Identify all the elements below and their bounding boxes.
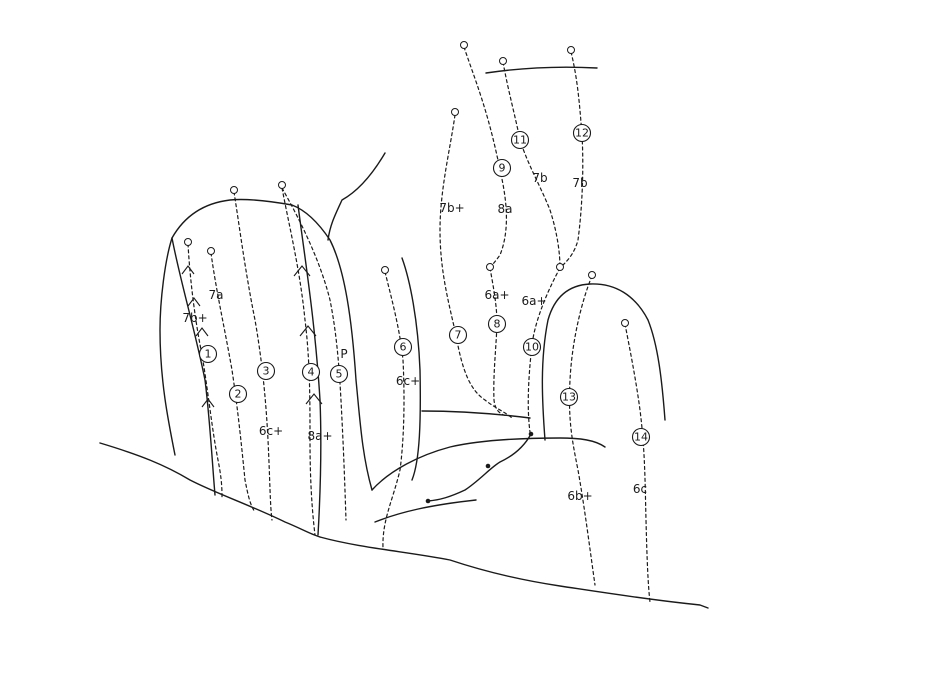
route-number: 10 (525, 341, 539, 354)
route-grade-12: 7b (572, 176, 587, 190)
anchor-icon (230, 186, 238, 194)
route-line-7 (439, 114, 513, 419)
route-badge-6[interactable]: 6 (393, 337, 413, 357)
route-grade-11: 7b (532, 171, 547, 185)
route-number: 9 (499, 162, 506, 175)
anchor-icon (556, 263, 564, 271)
route-badge-14[interactable]: 14 (631, 427, 651, 447)
route-line-12 (559, 51, 584, 269)
route-badge-4[interactable]: 4 (301, 362, 321, 382)
route-badge-3[interactable]: 3 (256, 361, 276, 381)
left-boulder-inner-edge (171, 237, 216, 496)
route-line-3 (233, 191, 273, 521)
route-number: 13 (562, 391, 576, 404)
route-line-10 (527, 267, 561, 433)
path-marker (425, 498, 431, 504)
anchor-icon (381, 266, 389, 274)
route-line-1 (187, 243, 223, 499)
route-number: 12 (575, 127, 589, 140)
bolt-chevron-icon (299, 325, 317, 337)
anchor-icon (621, 319, 629, 327)
bolt-chevron-icon (195, 327, 209, 337)
route-number: 1 (205, 348, 212, 361)
route-grade-1: 7b+ (182, 311, 207, 325)
route-number: 4 (308, 366, 315, 379)
route-number: 7 (455, 329, 462, 342)
path-marker (485, 463, 491, 469)
route-grade-2: 7a (209, 288, 224, 302)
route-grade-5: P (340, 347, 347, 361)
route-number: 2 (235, 388, 242, 401)
bolt-chevron-icon (181, 265, 195, 275)
route-number: 8 (494, 318, 501, 331)
route-number: 14 (634, 431, 648, 444)
route-badge-8[interactable]: 8 (487, 314, 507, 334)
route-line-13 (568, 275, 596, 586)
route-number: 3 (263, 365, 270, 378)
ground-line-left (99, 442, 321, 538)
central-slab-lower (374, 499, 477, 523)
upper-left-ridge (327, 152, 386, 241)
route-grade-13: 6b+ (567, 489, 592, 503)
middle-pillar-outline (401, 257, 422, 481)
middle-ledge (421, 410, 531, 419)
route-badge-2[interactable]: 2 (228, 384, 248, 404)
route-line-8 (489, 267, 509, 417)
route-badge-9[interactable]: 9 (492, 158, 512, 178)
rock-outlines (99, 66, 709, 609)
route-line-6 (382, 271, 405, 549)
route-badge-10[interactable]: 10 (522, 337, 542, 357)
anchor-icon (567, 46, 575, 54)
route-grade-8: 6a+ (484, 288, 509, 302)
route-badge-1[interactable]: 1 (198, 344, 218, 364)
central-slab-top (371, 437, 606, 491)
route-badge-12[interactable]: 12 (572, 123, 592, 143)
route-badge-11[interactable]: 11 (510, 130, 530, 150)
grade-labels: 7b+ 7a 6c+ 8a+ P 6c+ 7b+ 6a+ 8a 6a+ 7b 7… (182, 171, 647, 503)
route-badge-5[interactable]: 5 (329, 364, 349, 384)
upper-right-edge (485, 66, 598, 74)
route-line-14 (624, 323, 651, 603)
route-grade-3: 6c+ (259, 424, 283, 438)
route-number: 5 (336, 368, 343, 381)
anchor-icon (278, 181, 286, 189)
anchor-rings (184, 41, 629, 327)
anchor-icon (588, 271, 596, 279)
route-line-5 (281, 187, 347, 521)
route-line-2 (210, 252, 256, 513)
route-badge-13[interactable]: 13 (559, 387, 579, 407)
anchor-icon (460, 41, 468, 49)
bolt-chevron-icon (187, 297, 201, 307)
route-grade-7: 7b+ (439, 201, 464, 215)
left-boulder-crack (297, 204, 322, 536)
bolt-markers (181, 265, 323, 408)
route-grade-10: 6a+ (521, 294, 546, 308)
route-grade-14: 6c (633, 482, 647, 496)
route-grade-4: 8a+ (307, 429, 332, 443)
route-grade-9: 8a (498, 202, 513, 216)
bolt-chevron-icon (305, 393, 323, 405)
route-badges: 1 2 3 4 5 6 7 8 9 10 11 12 13 14 (198, 123, 651, 447)
bolt-chevron-icon (201, 398, 215, 408)
path-marker (528, 431, 534, 437)
anchor-icon (486, 263, 494, 271)
anchor-icon (451, 108, 459, 116)
left-boulder-outline (159, 198, 373, 491)
route-number: 6 (400, 341, 407, 354)
right-pillar-outline (541, 283, 666, 441)
approach-path-line (427, 433, 532, 502)
ground-line-right (319, 536, 709, 609)
route-number: 11 (513, 134, 527, 147)
route-grade-6: 6c+ (396, 374, 420, 388)
bolt-chevron-icon (293, 265, 311, 277)
route-line-9 (463, 46, 507, 269)
route-line-4 (281, 187, 316, 536)
route-badge-7[interactable]: 7 (448, 325, 468, 345)
anchor-icon (499, 57, 507, 65)
anchor-icon (184, 238, 192, 246)
route-line-11 (502, 61, 561, 269)
anchor-icon (207, 247, 215, 255)
